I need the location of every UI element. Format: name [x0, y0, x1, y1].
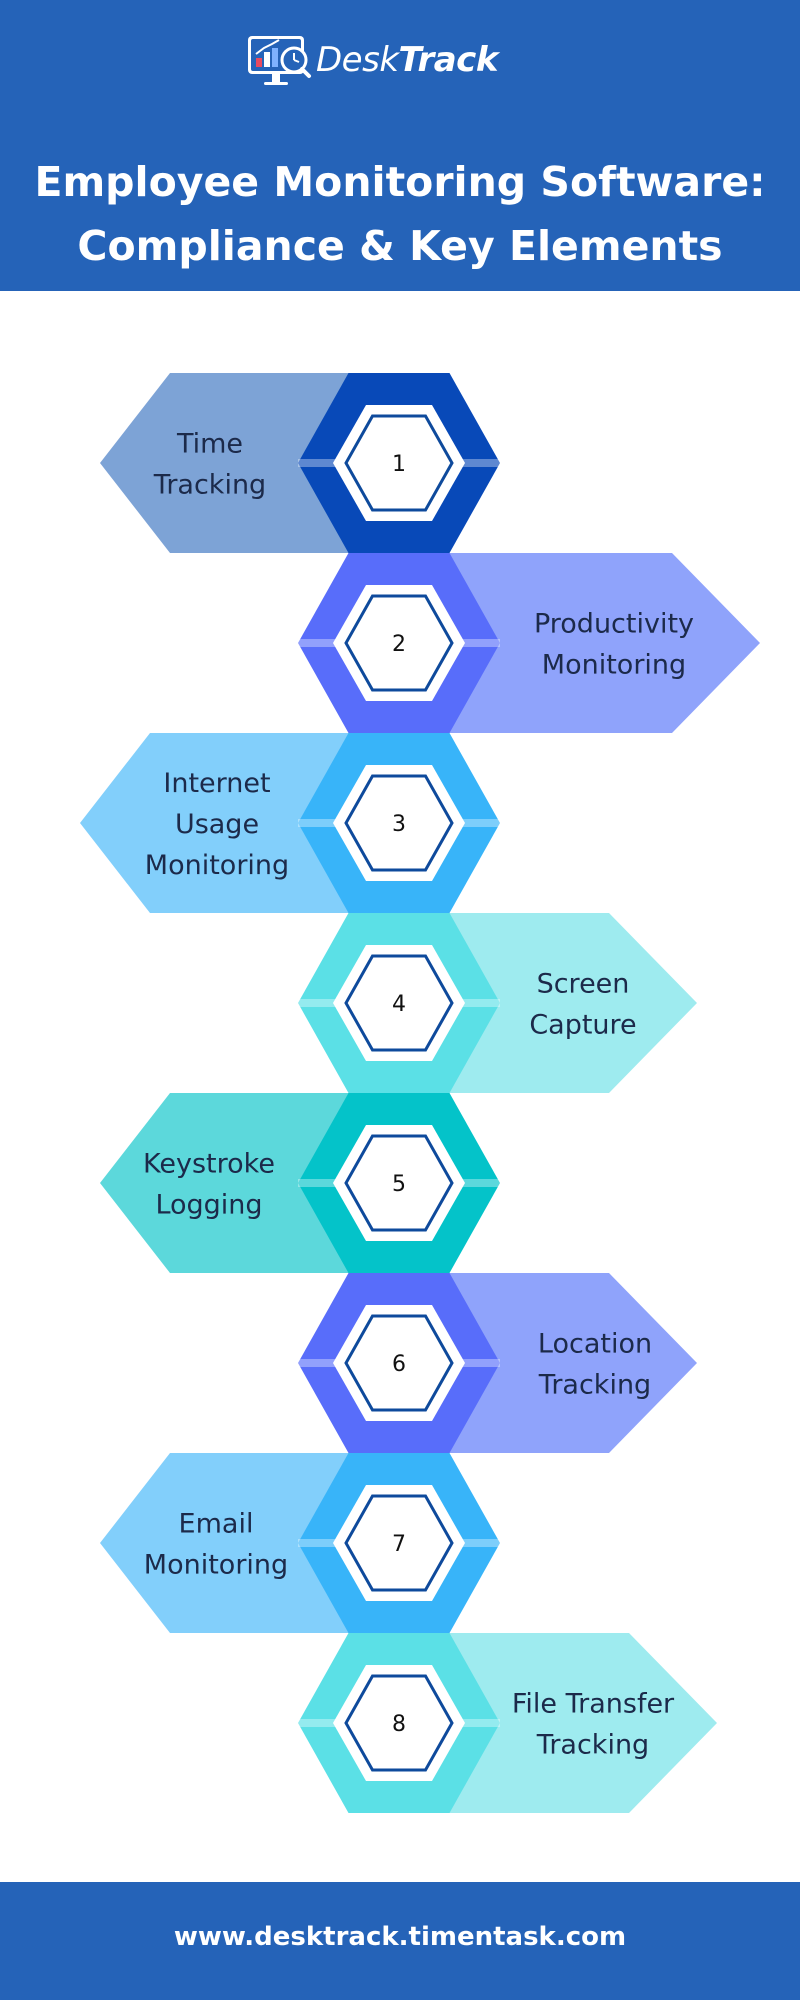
step-7-label-line-1: Email — [179, 1509, 254, 1540]
step-8-label-line-1: File Transfer — [512, 1689, 675, 1720]
step-6-tab — [449, 1273, 697, 1453]
step-7-number: 7 — [392, 1532, 406, 1557]
step-3-label-line-3: Monitoring — [145, 850, 289, 881]
brand-name: DeskTrack — [316, 40, 498, 80]
step-1-label-line-2: Tracking — [153, 470, 266, 501]
step-4-label-line-1: Screen — [537, 969, 630, 1000]
step-8-label-line-2: Tracking — [536, 1730, 649, 1761]
step-5-number: 5 — [392, 1172, 406, 1197]
monitor-chart-clock-icon — [248, 36, 311, 85]
footer-banner: www.desktrack.timentask.com — [0, 1882, 800, 2000]
step-1-label-line-1: Time — [176, 429, 243, 460]
page-title-line-1: Employee Monitoring Software: — [34, 158, 766, 206]
step-6-ring — [344, 1314, 454, 1412]
step-2-tab — [449, 553, 760, 733]
step-3-label-line-1: Internet — [163, 768, 270, 799]
step-8-ring — [344, 1674, 454, 1772]
step-1-number: 1 — [392, 452, 406, 477]
step-4-tab — [449, 913, 697, 1093]
step-4-ring — [344, 954, 454, 1052]
step-3-ring — [344, 774, 454, 872]
step-7-ring — [344, 1494, 454, 1592]
step-4-label-line-2: Capture — [529, 1010, 636, 1041]
page-title-line-2: Compliance & Key Elements — [77, 222, 723, 270]
brand-logo: DeskTrack — [246, 34, 506, 94]
step-2-number: 2 — [392, 632, 406, 657]
step-5-label-line-1: Keystroke — [143, 1149, 275, 1180]
brand-name-part1: Desk — [316, 40, 399, 80]
footer-website-link[interactable]: www.desktrack.timentask.com — [173, 1922, 627, 1952]
step-7-label-line-2: Monitoring — [144, 1550, 288, 1581]
step-4-number: 4 — [392, 992, 406, 1017]
step-2-ring — [344, 594, 454, 692]
step-7-tab — [100, 1453, 349, 1633]
step-3-number: 3 — [392, 812, 406, 837]
step-8-number: 8 — [392, 1712, 406, 1737]
step-2-label-line-1: Productivity — [534, 609, 694, 640]
step-3-label-line-2: Usage — [175, 809, 259, 840]
page-title: Employee Monitoring Software: Compliance… — [0, 150, 800, 278]
step-1-ring — [344, 414, 454, 512]
step-8-tab — [449, 1633, 717, 1813]
brand-name-part2: Track — [398, 40, 499, 80]
step-2-label-line-2: Monitoring — [542, 650, 686, 681]
header-banner: DeskTrack Employee Monitoring Software: … — [0, 0, 800, 291]
step-6-number: 6 — [392, 1352, 406, 1377]
step-1-tab — [100, 373, 349, 553]
step-5-tab — [100, 1093, 349, 1273]
step-5-label-line-2: Logging — [155, 1190, 262, 1221]
step-6-label-line-1: Location — [538, 1329, 652, 1360]
step-6-label-line-2: Tracking — [538, 1370, 651, 1401]
step-3-tab — [80, 733, 349, 913]
step-5-ring — [344, 1134, 454, 1232]
